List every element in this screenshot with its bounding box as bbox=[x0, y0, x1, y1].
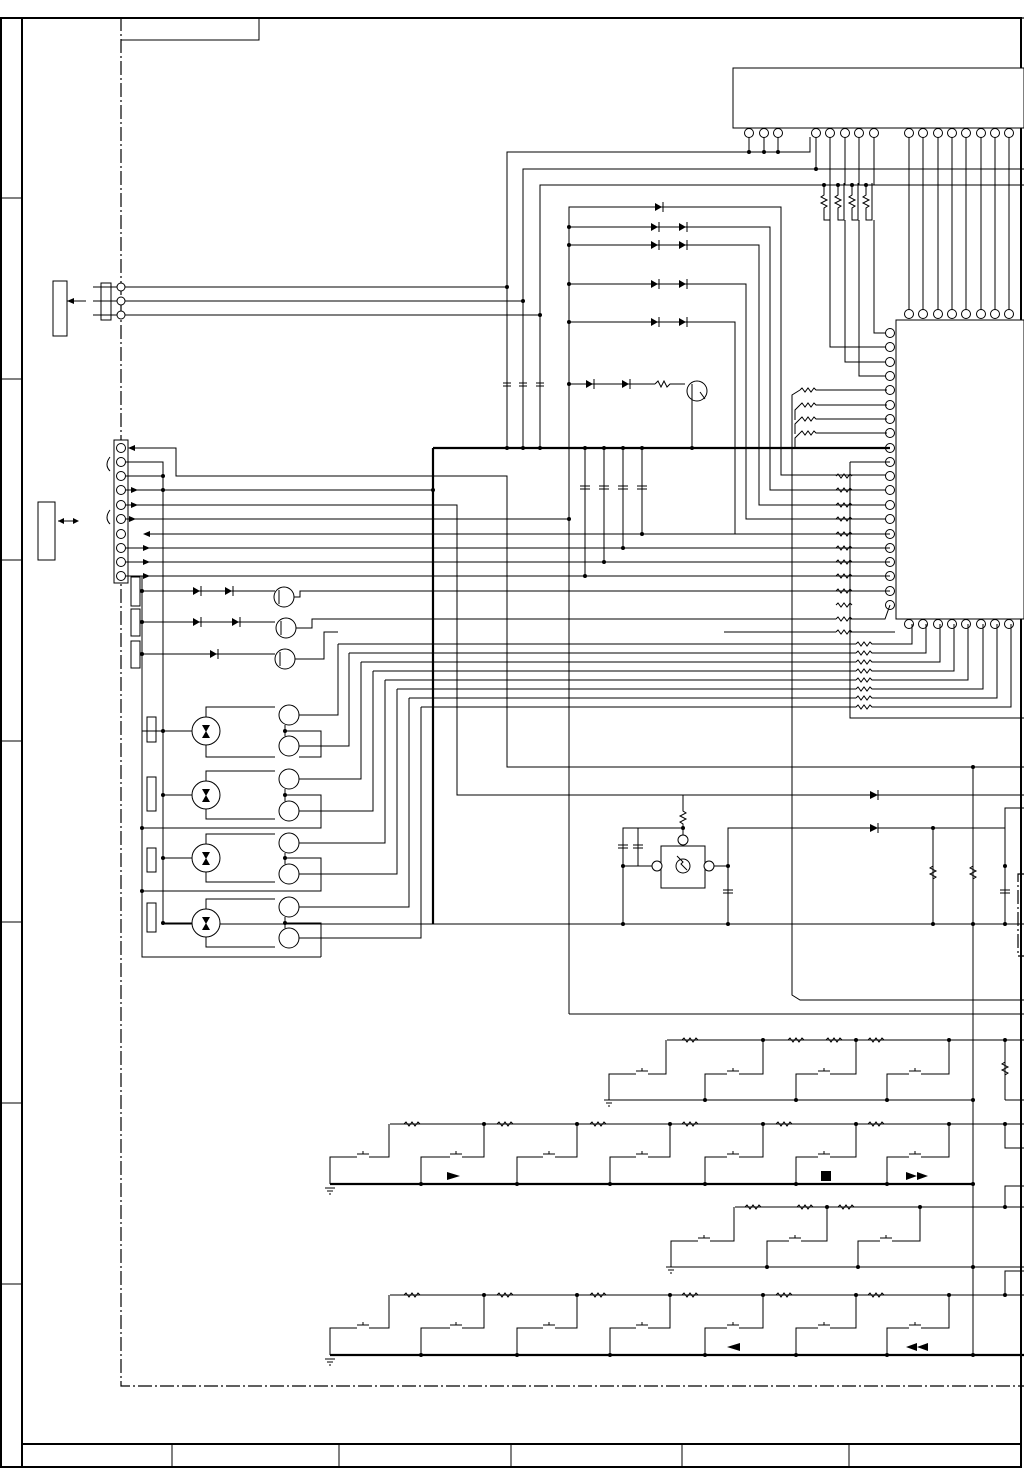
ic-bottom-fanout bbox=[338, 624, 1011, 709]
display-led-drivers bbox=[131, 577, 890, 669]
pcb-boundary bbox=[121, 18, 1024, 1386]
sensor-stage-3 bbox=[140, 680, 397, 893]
fast-forward-icon bbox=[906, 1172, 928, 1180]
key-matrix-row-3 bbox=[666, 1186, 1024, 1273]
pull-up-resistors bbox=[821, 183, 890, 376]
play-triangle-icon bbox=[447, 1172, 460, 1180]
stop-square-icon bbox=[821, 1171, 831, 1181]
sensor-stage-1 bbox=[142, 644, 349, 757]
rewind-icon bbox=[906, 1343, 928, 1351]
row1-switches bbox=[632, 1040, 949, 1100]
title-block bbox=[22, 1444, 1021, 1467]
key-matrix-row-1 bbox=[604, 1038, 1024, 1106]
main-ic-left-pins bbox=[886, 329, 895, 610]
decoupling-caps bbox=[503, 383, 647, 578]
led-glyphs bbox=[586, 202, 687, 389]
main-ic bbox=[792, 310, 1024, 1001]
connector-top-left bbox=[53, 281, 542, 336]
main-ic-top-pins bbox=[905, 310, 1014, 319]
top-ic-pins bbox=[745, 129, 1014, 138]
key-matrix-row-4 bbox=[325, 1271, 1024, 1365]
key-matrix-row-2 bbox=[325, 1122, 1024, 1194]
reverse-triangle-icon bbox=[727, 1343, 740, 1351]
top-ic bbox=[733, 68, 1024, 310]
center-sensor-module bbox=[618, 795, 870, 926]
